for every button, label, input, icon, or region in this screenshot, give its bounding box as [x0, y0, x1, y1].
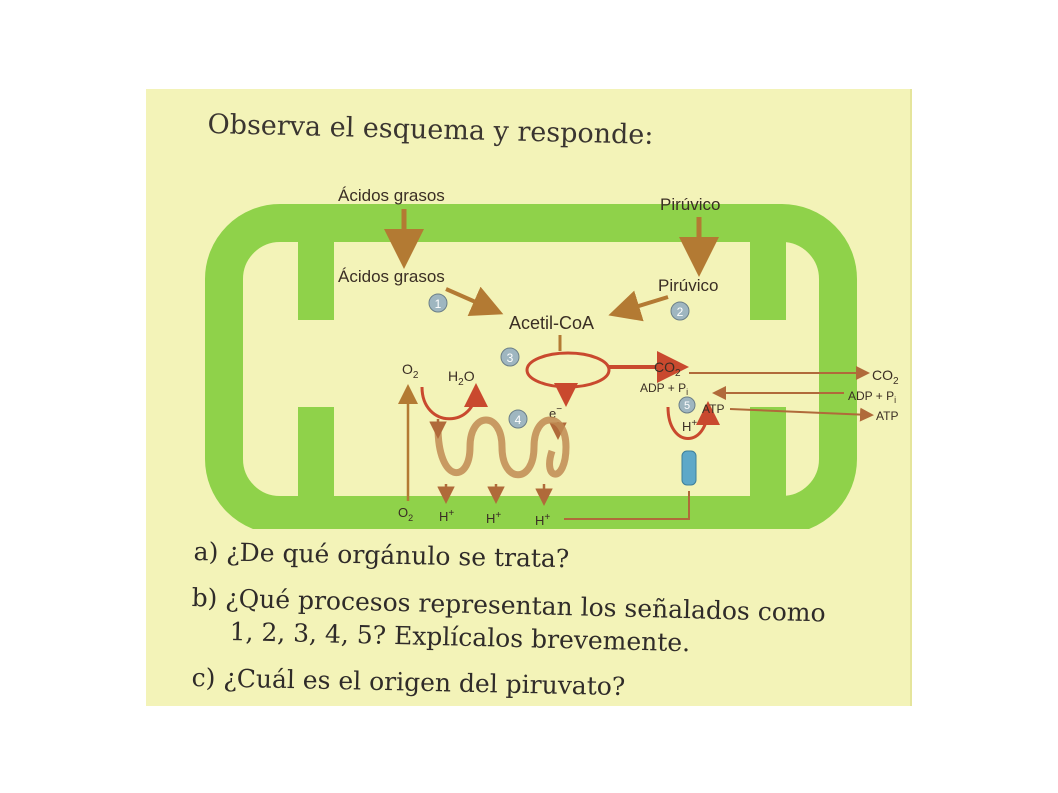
- label-h-plus-inner: H+: [682, 418, 697, 434]
- outer-membrane: [205, 204, 857, 529]
- label-acetil-coa: Acetil-CoA: [509, 313, 594, 333]
- label-co2-outer: CO2: [872, 367, 899, 387]
- arrow-o2-to-h2o: [420, 383, 488, 421]
- label-electron: e−: [549, 404, 562, 421]
- svg-text:2: 2: [677, 305, 684, 319]
- arrow-atp-out: [729, 407, 874, 422]
- label-h-plus-1: H+: [439, 508, 454, 524]
- arrow-step-2: [608, 290, 669, 322]
- krebs-cycle: [525, 335, 689, 407]
- label-adp-outer: ADP + Pi: [848, 389, 896, 405]
- label-piruvico-outside: Pirúvico: [660, 195, 720, 214]
- question-a: a) ¿De qué orgánulo se trata?: [193, 537, 570, 574]
- svg-text:5: 5: [684, 400, 690, 412]
- label-adp-inner: ADP + Pi: [640, 381, 688, 397]
- step-1-marker: 1: [428, 293, 448, 313]
- step-3-marker: 3: [500, 347, 520, 367]
- step-5-marker: 5: [678, 396, 696, 414]
- label-h2o: H2O: [448, 368, 475, 388]
- label-acidos-grasos-outside: Ácidos grasos: [338, 186, 445, 205]
- proton-return-line: [564, 491, 690, 520]
- label-h-plus-3: H+: [535, 512, 550, 528]
- svg-text:1: 1: [435, 297, 442, 311]
- svg-text:3: 3: [507, 351, 514, 365]
- label-o2-top: O2: [402, 361, 419, 381]
- question-c: c) ¿Cuál es el origen del piruvato?: [191, 663, 626, 702]
- label-piruvico-inside: Pirúvico: [658, 276, 718, 295]
- arrow-step-1: [445, 286, 504, 316]
- step-4-marker: 4: [508, 409, 528, 429]
- svg-text:4: 4: [515, 413, 522, 427]
- label-co2-inner: CO2: [654, 359, 681, 379]
- mitochondrion-diagram: Ácidos grasos Pirúvico Ácidos grasos Pir…: [205, 186, 899, 529]
- sheet-edge: [910, 89, 912, 706]
- step-2-marker: 2: [670, 301, 690, 321]
- electron-transport-chain: [434, 416, 570, 479]
- question-b-line2: 1, 2, 3, 4, 5? Explícalos brevemente.: [229, 617, 691, 658]
- label-o2-bottom: O2: [398, 505, 413, 523]
- worksheet: Observa el esquema y responde: Ácidos gr…: [146, 89, 912, 706]
- inner-membrane-folds: [298, 234, 786, 503]
- atp-synthase: [681, 450, 697, 486]
- label-atp-inner: ATP: [702, 402, 724, 416]
- label-acidos-grasos-inside: Ácidos grasos: [338, 267, 445, 286]
- label-h-plus-2: H+: [486, 510, 501, 526]
- atp-synthase-head: [666, 401, 720, 440]
- label-atp-outer: ATP: [876, 409, 898, 423]
